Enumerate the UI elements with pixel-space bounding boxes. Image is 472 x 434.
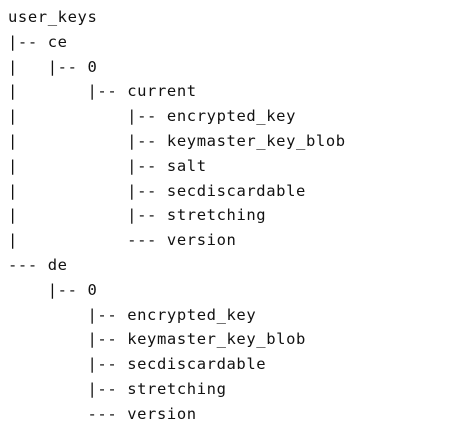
tree-line: |-- encrypted_key (8, 303, 472, 328)
tree-branch: |-- (8, 379, 128, 398)
tree-branch: | |-- (8, 82, 128, 101)
tree-node-name: version (127, 404, 197, 423)
tree-line: | |-- secdiscardable (8, 179, 472, 204)
tree-node-name: 0 (87, 280, 98, 299)
tree-branch: --- (8, 404, 128, 423)
tree-line: |-- secdiscardable (8, 352, 472, 377)
tree-branch: |-- (8, 280, 88, 299)
tree-branch: | --- (8, 231, 167, 250)
tree-branch: |-- (8, 355, 128, 374)
tree-node-name: salt (166, 156, 207, 175)
tree-node-name: user_keys (8, 8, 98, 26)
tree-branch: --- (8, 255, 48, 274)
tree-node-name: current (127, 82, 197, 101)
tree-line: | |-- stretching (8, 203, 472, 228)
tree-node-name: keymaster_key_blob (127, 330, 306, 349)
tree-node-name: stretching (127, 379, 227, 398)
tree-node-name: encrypted_key (127, 305, 257, 324)
tree-line: | --- version (8, 228, 472, 253)
tree-line: --- version (8, 402, 472, 427)
tree-line: |-- stretching (8, 377, 472, 402)
tree-branch: |-- (8, 32, 48, 51)
tree-line: | |-- 0 (8, 55, 472, 80)
tree-line: |-- ce (8, 30, 472, 55)
tree-node-name: keymaster_key_blob (166, 131, 346, 150)
tree-line: | |-- keymaster_key_blob (8, 129, 472, 154)
tree-branch: | |-- (8, 206, 167, 225)
tree-node-name: stretching (166, 206, 267, 225)
tree-node-name: de (47, 255, 68, 274)
tree-node-name: 0 (87, 57, 98, 76)
tree-node-name: ce (47, 32, 68, 51)
tree-branch: | |-- (8, 156, 167, 175)
tree-node-name: encrypted_key (166, 107, 297, 126)
tree-node-name: secdiscardable (127, 355, 267, 374)
tree-line: |-- 0 (8, 278, 472, 303)
tree-line: | |-- current (8, 79, 472, 104)
tree-branch: | |-- (8, 181, 167, 200)
tree-line: --- de (8, 253, 472, 278)
tree-branch: | |-- (8, 107, 167, 126)
tree-line: | |-- encrypted_key (8, 104, 472, 129)
tree-branch: | |-- (8, 131, 167, 150)
tree-root: user_keys (8, 5, 472, 30)
tree-branch: |-- (8, 305, 128, 324)
tree-line: |-- keymaster_key_blob (8, 327, 472, 352)
tree-branch: |-- (8, 330, 128, 349)
tree-node-name: secdiscardable (166, 181, 306, 200)
tree-line: | |-- salt (8, 154, 472, 179)
tree-node-name: version (166, 231, 237, 250)
tree-branch: | |-- (8, 57, 88, 76)
